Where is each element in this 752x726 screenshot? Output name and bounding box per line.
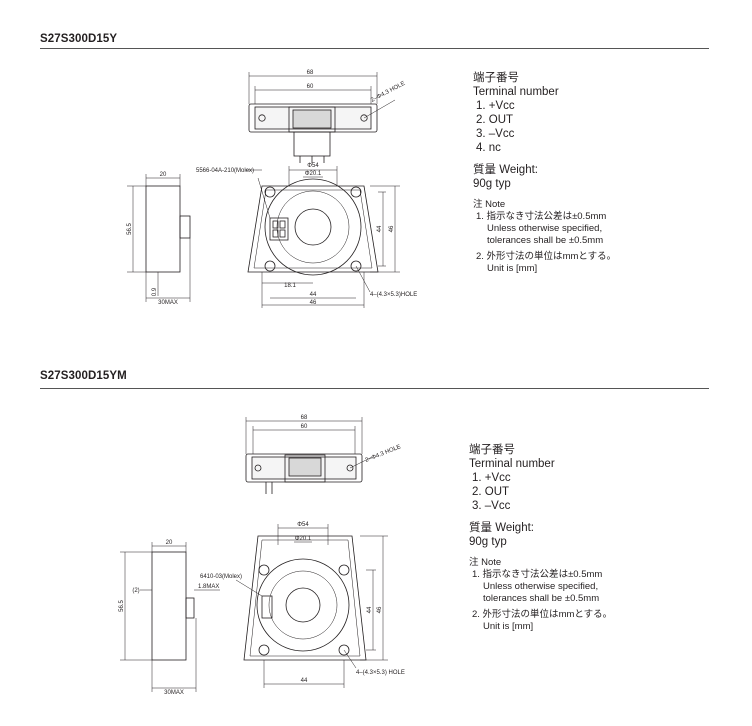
dim-68: 68 xyxy=(307,70,314,76)
connector-label: 6410-03(Molex) xyxy=(200,574,242,580)
weight-label: 質量 Weight: xyxy=(469,522,534,534)
hole-label-top: 2–Φ4.3 HOLE xyxy=(370,81,406,104)
dim-44v: 44 xyxy=(377,225,383,232)
dim-60: 60 xyxy=(301,424,308,430)
note-1-en: tolerances shall be ±0.5mm xyxy=(483,593,600,604)
hole-label-bottom: 4–(4.3×5.3)HOLE xyxy=(370,292,417,298)
terminal-item: 3. –Vcc xyxy=(476,128,515,140)
dim-46h: 46 xyxy=(310,300,317,306)
note-1-en: tolerances shall be ±0.5mm xyxy=(487,235,604,246)
model-title: S27S300D15YM xyxy=(40,370,127,382)
note-1-en: Unless otherwise specified, xyxy=(487,223,603,234)
note-2-ja: 2. 外形寸法の単位はmmとする。 xyxy=(476,251,617,262)
dim-phi54: Φ54 xyxy=(307,163,319,169)
dim-44v: 44 xyxy=(367,606,373,613)
dim-46v: 46 xyxy=(377,606,383,613)
terminal-item: 4. nc xyxy=(476,142,501,154)
terminal-title-en: Terminal number xyxy=(473,86,559,98)
terminal-title-ja: 端子番号 xyxy=(469,444,515,456)
weight-value: 90g typ xyxy=(473,178,511,190)
top-view-2 xyxy=(245,417,373,494)
dim-30max: 30MAX xyxy=(158,300,178,306)
dim-56: 56.5 xyxy=(119,600,125,612)
weight-value: 90g typ xyxy=(469,536,507,548)
note-1-en: Unless otherwise specified, xyxy=(483,581,599,592)
dim-phi20: Φ20.1 xyxy=(295,536,312,542)
hole-label-top: 2–Φ4.3 HOLE xyxy=(365,444,402,464)
note-2-ja: 2. 外形寸法の単位はmmとする。 xyxy=(472,609,613,620)
section-divider xyxy=(40,388,709,389)
dim-2: (2) xyxy=(132,588,139,594)
front-view-1 xyxy=(245,166,400,308)
dim-44h: 44 xyxy=(310,292,317,298)
note-1-ja: 1. 指示なき寸法公差は±0.5mm xyxy=(472,569,603,580)
terminal-title-ja: 端子番号 xyxy=(473,72,519,84)
note-2-en: Unit is [mm] xyxy=(483,621,534,632)
dim-68: 68 xyxy=(301,415,308,421)
note-1-ja: 1. 指示なき寸法公差は±0.5mm xyxy=(476,211,607,222)
top-view-1 xyxy=(248,72,396,163)
terminal-item: 3. –Vcc xyxy=(472,500,511,512)
dim-20: 20 xyxy=(160,172,167,178)
dim-44h: 44 xyxy=(301,678,308,684)
note-title: 注 Note xyxy=(473,199,506,210)
dim-09: 0.9 xyxy=(152,287,158,296)
connector-label: 5566-04A-210(Molex) xyxy=(196,168,254,174)
dim-18max: 1.8MAX xyxy=(198,584,219,590)
spec-panel: 端子番号 Terminal number 1. +Vcc 2. OUT 3. –… xyxy=(473,71,616,275)
terminal-title-en: Terminal number xyxy=(469,458,555,470)
dim-60: 60 xyxy=(307,84,314,90)
section-divider xyxy=(40,48,709,49)
side-view-2 xyxy=(120,542,220,692)
dim-30max: 30MAX xyxy=(164,690,184,696)
model-title: S27S300D15Y xyxy=(40,33,118,45)
front-view-2 xyxy=(235,524,388,688)
terminal-item: 2. OUT xyxy=(472,486,510,498)
hole-label-bottom: 4–(4.3×5.3) HOLE xyxy=(356,670,405,676)
dim-56: 56.5 xyxy=(127,223,133,235)
weight-label: 質量 Weight: xyxy=(473,164,538,176)
side-view-1 xyxy=(127,174,191,302)
note-2-en: Unit is [mm] xyxy=(487,263,538,274)
terminal-item: 2. OUT xyxy=(476,114,514,126)
dim-phi20: Φ20.1 xyxy=(305,171,322,177)
dim-20: 20 xyxy=(166,540,173,546)
dim-18: 18.1 xyxy=(284,283,296,289)
dim-phi54: Φ54 xyxy=(297,522,309,528)
terminal-item: 1. +Vcc xyxy=(472,472,511,484)
dim-46v: 46 xyxy=(389,225,395,232)
terminal-item: 1. +Vcc xyxy=(476,100,515,112)
note-title: 注 Note xyxy=(469,557,502,568)
spec-panel: 端子番号 Terminal number 1. +Vcc 2. OUT 3. –… xyxy=(469,443,612,633)
